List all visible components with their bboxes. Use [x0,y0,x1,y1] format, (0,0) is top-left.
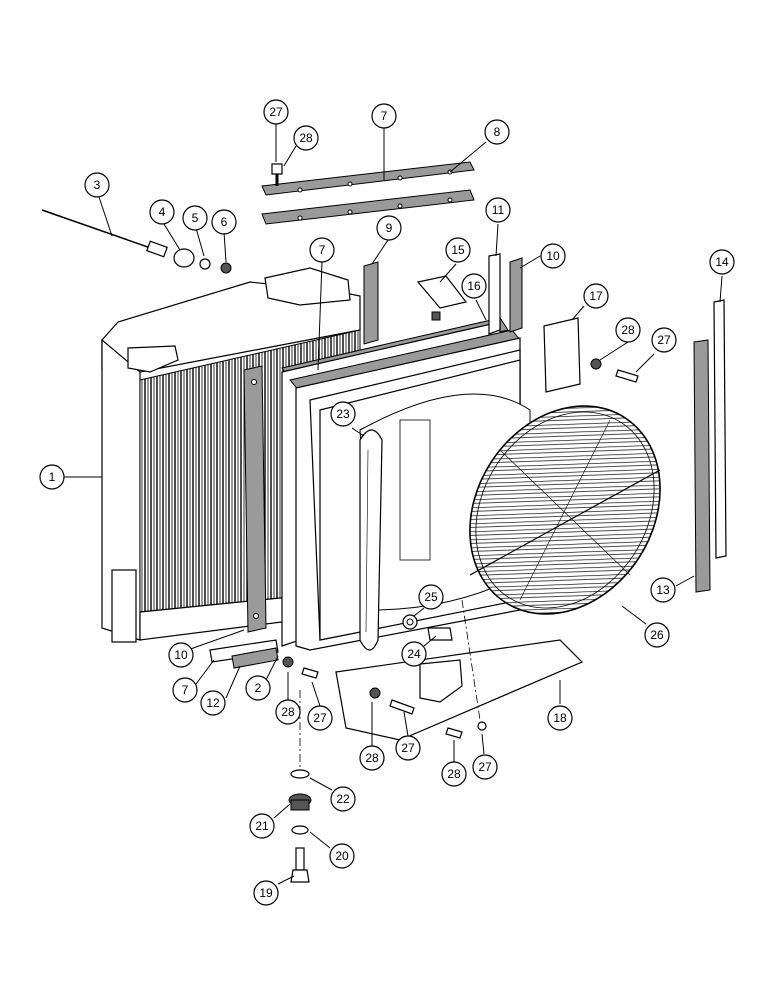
svg-text:28: 28 [365,751,379,765]
svg-text:15: 15 [451,243,465,257]
svg-text:28: 28 [447,767,461,781]
svg-text:14: 14 [715,255,729,269]
callout-11: 11 [485,197,511,223]
svg-text:11: 11 [492,203,505,217]
callout-18: 18 [547,705,573,731]
svg-text:10: 10 [174,648,188,662]
svg-text:25: 25 [424,590,438,604]
callout-20: 20 [329,843,355,869]
callout-10-right: 10 [540,243,566,269]
callout-28-plate: 28 [359,745,385,771]
callout-28-top: 28 [293,125,319,151]
shroud-bracket [416,275,468,321]
svg-text:17: 17 [589,289,603,303]
callout-12: 12 [200,690,226,716]
centerline [461,599,481,721]
callout-27-lower: 27 [472,754,498,780]
callout-10-left: 10 [168,642,194,668]
svg-text:3: 3 [94,178,101,192]
fan-guard [469,405,661,615]
callout-28-right: 28 [615,317,641,343]
callout-4: 4 [149,199,175,225]
callout-27-mid: 27 [307,705,333,731]
lower-shroud-plate [335,639,584,741]
lower-straps [209,639,279,669]
callout-8: 8 [484,119,510,145]
svg-text:27: 27 [478,760,492,774]
svg-text:7: 7 [319,243,326,257]
callout-27-plate: 27 [395,735,421,761]
svg-text:20: 20 [335,849,349,863]
svg-text:19: 19 [259,886,273,900]
callout-1: 1 [39,464,65,490]
fasteners [271,163,639,739]
callout-21: 21 [249,813,275,839]
callout-7-top: 7 [371,103,397,129]
side-strap-left [243,365,267,633]
callout-9: 9 [376,215,402,241]
callout-24: 24 [401,641,427,667]
svg-text:13: 13 [656,583,670,597]
callout-2: 2 [245,675,271,701]
svg-text:5: 5 [192,211,199,225]
callout-15: 15 [445,237,471,263]
svg-text:2: 2 [255,681,262,695]
svg-text:4: 4 [159,205,166,219]
callout-17: 17 [583,283,609,309]
svg-text:27: 27 [313,711,327,725]
callout-6: 6 [211,209,237,235]
callout-25: 25 [418,584,444,610]
svg-text:1: 1 [49,470,56,484]
lower-mount-stack [288,690,312,883]
callout-23: 23 [330,401,356,427]
callout-13: 13 [650,577,676,603]
svg-text:23: 23 [336,407,350,421]
svg-text:28: 28 [299,131,313,145]
callout-28-lower: 28 [441,761,467,787]
callout-26: 26 [644,622,670,648]
callout-7-bottom: 7 [172,677,198,703]
svg-text:10: 10 [546,249,560,263]
svg-text:7: 7 [182,683,189,697]
callout-14: 14 [709,249,735,275]
svg-text:26: 26 [650,628,664,642]
svg-text:27: 27 [401,741,415,755]
svg-text:28: 28 [621,323,635,337]
svg-text:8: 8 [494,125,501,139]
svg-text:16: 16 [467,279,481,293]
handle-bracket [359,429,383,651]
callout-27-top: 27 [263,99,289,125]
callout-28-mid: 28 [275,699,301,725]
callout-27-right: 27 [651,327,677,353]
callout-19: 19 [253,880,279,906]
svg-text:9: 9 [386,221,393,235]
svg-text:27: 27 [269,105,283,119]
svg-text:24: 24 [407,647,421,661]
vertical-seals [363,253,727,593]
svg-text:6: 6 [221,215,228,229]
svg-text:28: 28 [281,705,295,719]
svg-text:21: 21 [255,819,269,833]
svg-text:27: 27 [657,333,671,347]
callout-7-mid: 7 [309,237,335,263]
top-straps [261,161,475,225]
callout-22: 22 [330,786,356,812]
svg-text:12: 12 [206,696,220,710]
svg-text:7: 7 [381,109,388,123]
callout-16: 16 [461,273,487,299]
svg-text:18: 18 [553,711,567,725]
callout-5: 5 [182,205,208,231]
temperature-cable [41,209,232,274]
callout-3: 3 [84,172,110,198]
svg-text:22: 22 [336,792,350,806]
